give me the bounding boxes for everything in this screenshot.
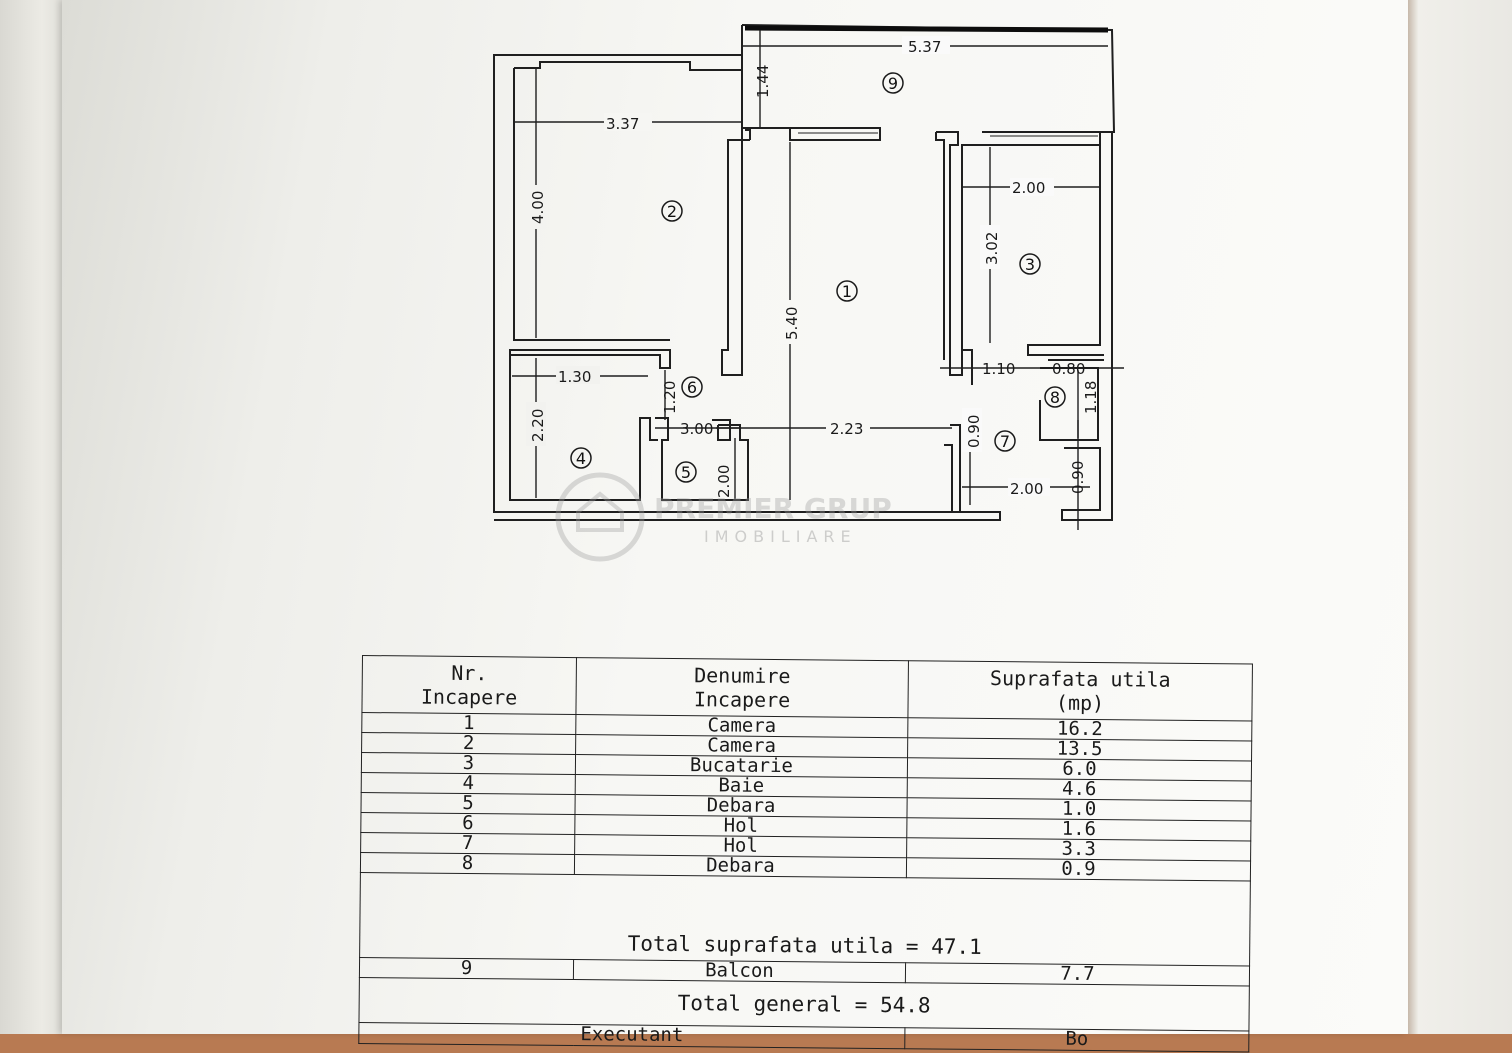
header-name-line1: Denumire xyxy=(694,663,791,689)
dim-label: 2.00 xyxy=(1010,480,1043,498)
total-utila: Total suprafata utila = 47.1 xyxy=(359,872,1251,967)
dim-label: 1.30 xyxy=(558,368,591,386)
table-edge xyxy=(1408,0,1512,1034)
dim-label: 5.37 xyxy=(908,38,941,56)
floor-plan: 5.37 1.44 3.37 4.00 5.40 2.00 3.02 1.10 … xyxy=(493,24,1124,562)
header-area: Suprafata utila (mp) xyxy=(907,660,1253,722)
dim-label: 0.80 xyxy=(1052,360,1085,378)
dim-label: 1.10 xyxy=(982,360,1015,378)
footer-executant: Executant xyxy=(358,1022,905,1049)
total-utila-row: Total suprafata utila = 47.1 xyxy=(359,872,1251,967)
header-area-line2: (mp) xyxy=(1055,690,1105,716)
dimension-lines xyxy=(512,30,1124,530)
header-name-line2: Incapere xyxy=(693,687,791,713)
room-marker-9: 9 xyxy=(888,74,898,93)
dim-label: 1.18 xyxy=(1082,381,1100,414)
room-marker-labels: 1 2 3 4 5 6 7 8 9 xyxy=(576,74,1060,482)
room-marker-7: 7 xyxy=(1000,432,1010,451)
rooms-table: Nr. Incapere Denumire Incapere Suprafata… xyxy=(358,655,1253,1053)
footer-right: Bo xyxy=(904,1027,1249,1053)
room-marker-8: 8 xyxy=(1050,388,1060,407)
cell-nr: 9 xyxy=(359,957,574,980)
dim-label: 2.00 xyxy=(1012,179,1045,197)
dim-label: 3.02 xyxy=(983,232,1001,265)
header-nr: Nr. Incapere xyxy=(361,655,577,715)
dim-label: 0.90 xyxy=(1069,461,1087,494)
room-marker-3: 3 xyxy=(1025,255,1035,274)
cell-nr: 8 xyxy=(360,852,575,875)
dim-label: 2.20 xyxy=(529,409,547,442)
table-header-row: Nr. Incapere Denumire Incapere Suprafata… xyxy=(361,655,1253,722)
dim-label: 1.44 xyxy=(754,65,772,98)
watermark-name: PREMIER GRUP xyxy=(654,492,892,525)
room-marker-2: 2 xyxy=(667,202,677,221)
room-markers xyxy=(570,72,1066,483)
dim-label: 0.90 xyxy=(965,415,983,448)
rooms-table-wrapper: Nr. Incapere Denumire Incapere Suprafata… xyxy=(358,655,1253,1053)
dim-label: 3.00 xyxy=(680,420,713,438)
dim-label: 2.00 xyxy=(715,465,733,498)
header-area-line1: Suprafata utila xyxy=(989,666,1171,692)
paper-sheet xyxy=(62,0,1408,1034)
background-sheet xyxy=(0,0,70,1034)
plan-walls xyxy=(493,24,1116,521)
dimension-labels: 5.37 1.44 3.37 4.00 5.40 2.00 3.02 1.10 … xyxy=(526,36,1100,498)
header-nr-line1: Nr. xyxy=(451,660,488,686)
room-marker-6: 6 xyxy=(687,378,697,397)
room-marker-4: 4 xyxy=(576,449,586,468)
header-name: Denumire Incapere xyxy=(575,657,909,718)
dim-label: 3.37 xyxy=(606,115,639,133)
watermark: PREMIER GRUP IMOBILIARE xyxy=(555,472,892,562)
header-nr-line2: Incapere xyxy=(420,684,518,710)
dim-label: 5.40 xyxy=(783,307,801,340)
dim-label: 4.00 xyxy=(529,191,547,224)
dim-label: 1.20 xyxy=(661,381,679,414)
watermark-sub: IMOBILIARE xyxy=(704,527,857,546)
room-marker-1: 1 xyxy=(842,282,852,301)
dim-label: 2.23 xyxy=(830,420,863,438)
room-marker-5: 5 xyxy=(681,463,691,482)
